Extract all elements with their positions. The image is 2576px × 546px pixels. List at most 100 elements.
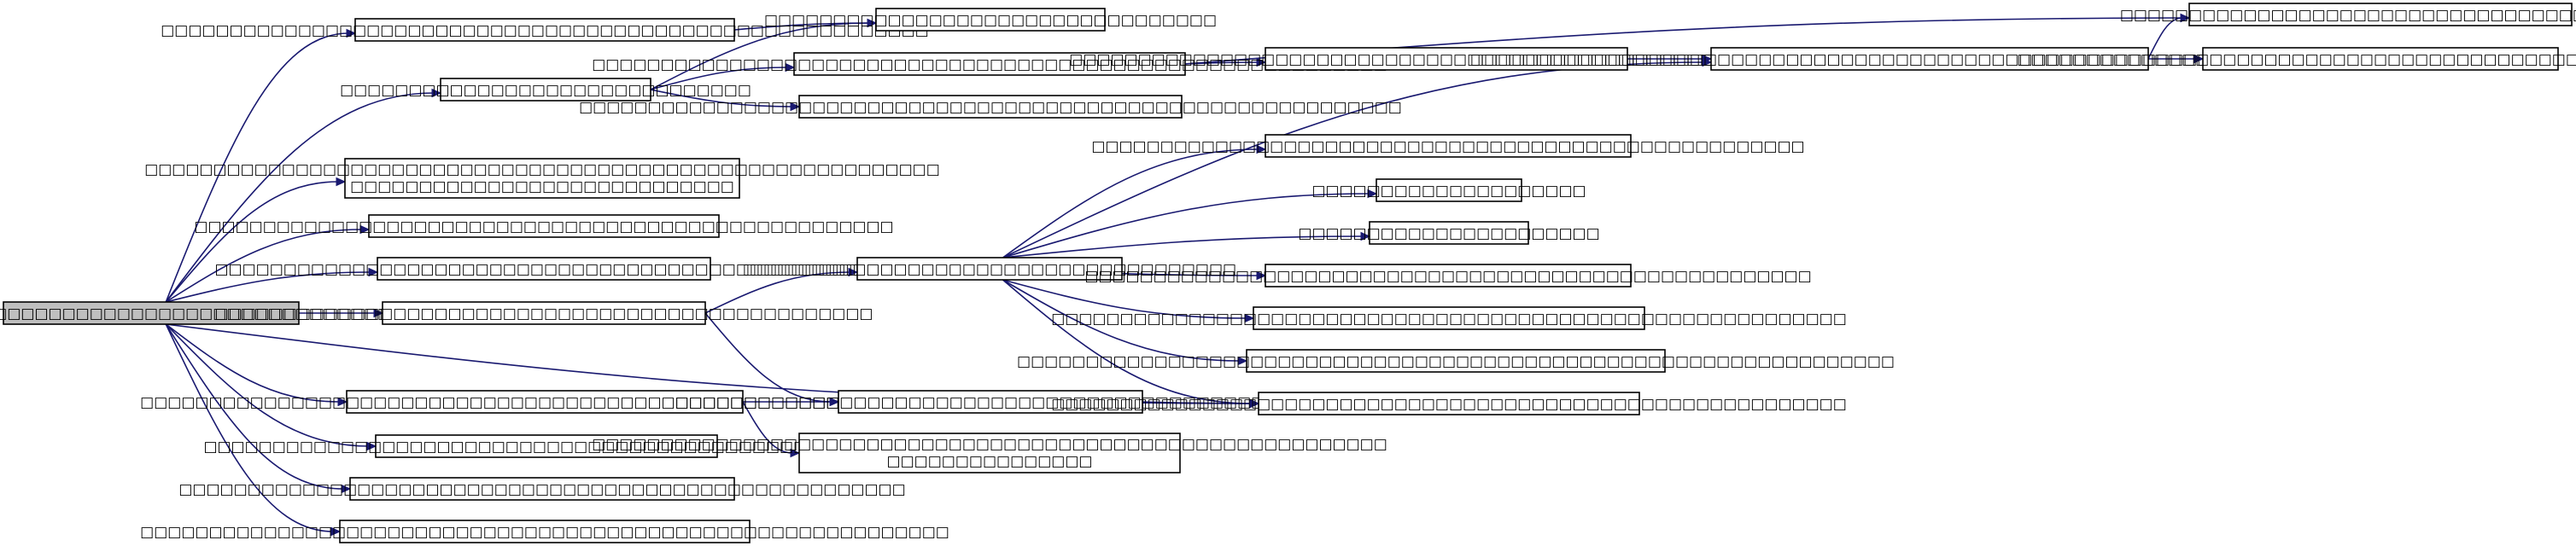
graph-node[interactable]: □□□□□□□□□□□□□□□□□□□□ [1311, 178, 1586, 202]
arrowhead-icon [867, 18, 878, 28]
edge-line [650, 67, 788, 90]
edge-line [1002, 279, 1247, 319]
arrowhead-icon [330, 526, 342, 537]
arrowhead-icon [1367, 189, 1378, 199]
node-label: □□□□□□□□□□□□□□□□□□□□□□□□□□□□□□□□□□□□□□□□… [675, 394, 1306, 411]
node-label: □□□□□□□□□□□□□□□□□□□□□□□□□□□□□□□□□□□□□□□□… [140, 394, 949, 411]
arrowhead-icon [1256, 144, 1267, 154]
edge-line [166, 271, 371, 303]
node-layer: □□□□□□□□□□□□□□□□□□□□□□□□□□□□□□□□□□□□□□□□… [0, 3, 2576, 543]
graph-node[interactable]: □□□□□□□□□□□□□□□□□□□□□□ [1298, 221, 1600, 245]
arrowhead-icon [1256, 270, 1267, 281]
node-label: □□□□□□□□□□□□□□□□□□□□□□□□□□□□ [350, 178, 734, 195]
graph-node[interactable]: □□□□□□□□□□□□□□□□□□□□□□□□□□□□□□□□□□□□□□□□… [675, 390, 1306, 414]
arrowhead-icon [337, 397, 348, 407]
root-node[interactable]: □□□□□□□□□□□□□□□□□□□□□□□□□□□□□□□□□□□□□□□□… [0, 301, 432, 325]
graph-node[interactable]: □□□□□□□□□□□□□□□□□□□□□□□□□□□□□□□□□□□□□□□□… [1051, 392, 1847, 415]
edge-line [165, 32, 349, 303]
graph-node[interactable]: □□□□□□□□□□□□□□□□□□□□□□□□□□□□□□□□□□□□□□□□… [178, 477, 906, 501]
arrowhead-icon [1237, 356, 1248, 366]
node-label: □□□□□□□□□□□□□□□□□□□□□□□□□□□□□□□□□□□□□□□□… [1091, 138, 1804, 155]
graph-node[interactable]: □□□□□□□□□□□□□□□□□□□□□□□□□□□□□□□□□□□□□□□□… [1091, 134, 1805, 158]
arrowhead-icon [366, 441, 377, 451]
edge-n0-n2 [165, 88, 442, 303]
edge-n16-n27 [1142, 398, 1260, 409]
edge-n12-n16 [743, 397, 840, 407]
graph-node[interactable]: □□□□□□□□□□□□□□□□□□□□□□□□□□□□□□□□□□□□□□□□… [1069, 47, 1824, 71]
edge-n2-n13 [650, 89, 801, 112]
graph-node[interactable]: □□□□□□□□□□□□□□□□□□□□□□□□□□□□□□□□□□□□□□□□… [194, 214, 894, 238]
arrowhead-icon [1256, 57, 1267, 67]
node-label: □□□□□□□□□□□□□□□□□□□□□□□□□□□□□□□□□□□□□□□□… [2017, 51, 2576, 68]
edge-line [704, 271, 851, 314]
arrowhead-icon [785, 62, 796, 73]
arrowhead-icon [829, 397, 840, 407]
arrowhead-icon [848, 267, 859, 277]
graph-node[interactable]: □□□□□□□□□□□□□□□□□□□□□□□□□□□□□□□□□□□□□□□□… [1051, 306, 1847, 330]
graph-node[interactable]: □□□□□□□□□□□□□□□□□□□□□□□□□□□□□□□□□ [764, 8, 1217, 32]
edge-n12-n17 [742, 401, 801, 458]
edge-line [165, 181, 339, 303]
node-label: □□□□□□□□□□□□□□□□□□□□□□□□□□□□□□□□□□□□□□□□… [1051, 311, 1847, 328]
node-label: □□□□□□□□□□□□□□□□□□□□□□□□□□□□□□□□□□□□□□□□… [1051, 396, 1847, 413]
node-label: □□□□□□□□□□□□□□□□□□□□□□□□□□□□□□□□□□□□□□□□… [215, 261, 873, 278]
arrowhead-icon [359, 224, 371, 235]
graph-node[interactable]: □□□□□□□□□□□□□□□□□□□□□□□□□□□□□□□□□□□□□□□□… [592, 433, 1387, 473]
graph-node[interactable]: □□□□□□□□□□□□□□□□□□□□□□□□□□□□□□□□□□□□□□□□… [1084, 264, 1812, 288]
node-label: □□□□□□□□□□□□□□□□□□□□□□□□□□□□□□□□□□□□□□□□… [592, 436, 1387, 453]
node-label: □□□□□□□□□□□□□□□□□□□□□□□□□□□□□□□□□□□□□□□□… [1084, 268, 1811, 285]
graph-node[interactable]: □□□□□□□□□□□□□□□□□□□□□□□□□□□□□□□□□□□□□□□□… [161, 18, 929, 42]
graph-node[interactable]: □□□□□□□□□□□□□□□□□□□□□□□□□□□□□□□□□□□□□□ [2120, 3, 2576, 26]
edge-n15-n21 [1002, 144, 1267, 258]
edge-line [704, 312, 832, 403]
graph-node[interactable]: □□□□□□□□□□□□□□□□□□□□□□□□□□□□□□ [340, 78, 751, 102]
arrowhead-icon [431, 88, 442, 98]
graph-node[interactable]: □□□□□□□□□□□□□□□□□□□□□□□□□□□□□□□□□□□□□□□□… [140, 390, 949, 414]
node-label: □□□□□□□□□□□□□□□□□□□□□□□□□□□□□□□□□□□□□□□□… [194, 218, 893, 235]
edge-line [1002, 279, 1241, 362]
graph-node[interactable]: □□□□□□□□□□□□□□□□□□□□□□□□□□□□□□□□□□□□□□□□… [2017, 47, 2576, 71]
edge-n6-n15 [704, 267, 859, 314]
edge-line [165, 229, 363, 303]
edge-n0-n12 [165, 323, 348, 407]
graph-node[interactable]: □□□□□□□□□□□□□□□□□□□□□□□□□□□□□□□□□□□□□□□□… [592, 52, 1387, 76]
arrowhead-icon [336, 177, 347, 187]
graph-node[interactable]: □□□□□□□□□□□□□□□□□□□□□□□□□□□□□□□□□□□□□□□□… [144, 158, 940, 199]
graph-node[interactable]: □□□□□□□□□□□□□□□□□□□□□□□□□□□□□□□□□□□□□□□□… [1017, 349, 1895, 373]
node-label: □□□□□□□□□□□□□□□□□□□□□□□□□□□□□□□□□□□□□□□□… [178, 481, 905, 498]
arrowhead-icon [346, 28, 357, 38]
graph-node[interactable]: □□□□□□□□□□□□□□□□□□□□□□□□□□□□□□□□□□□□ [743, 257, 1236, 281]
graph-node[interactable]: □□□□□□□□□□□□□□□□□□□□□□□□□□□□□□□□□□□□□□□□… [215, 257, 873, 281]
arrowhead-icon [790, 102, 801, 112]
edge-n2-n11 [650, 18, 878, 90]
graph-node[interactable]: □□□□□□□□□□□□□□□□□□□□□□□□□□□□□□□□□□□□□□□□… [140, 520, 949, 543]
edge-line [1002, 235, 1364, 258]
edge-line [165, 92, 435, 303]
arrowhead-icon [790, 448, 801, 458]
edge-line [1142, 401, 1253, 404]
edge-line [1002, 279, 1253, 404]
graph-node[interactable]: □□□□□□□□□□□□□□□□□□□□□□□□□□□□□□□□□□□□□□□□… [1470, 47, 2389, 71]
edge-line [650, 89, 793, 107]
graph-node[interactable]: □□□□□□□□□□□□□□□□□□□□□□□□□□□□□□□□□□□□□□□□… [579, 95, 1402, 119]
edge-n0-n10 [165, 323, 342, 537]
edge-line [2147, 17, 2183, 60]
edge-line [165, 323, 370, 447]
graph-node[interactable]: □□□□□□□□□□□□□□□□□□□□□□□□□□□□□□□□□□□□□□□□… [215, 301, 873, 325]
arrowhead-icon [2180, 13, 2191, 23]
edge-line [1002, 148, 1259, 258]
node-label: □□□□□□□□□□□□□□□□□□□□□□□□□□□□□□□□□□□□□□□□… [140, 524, 949, 541]
edge-n0-n4 [165, 224, 371, 303]
edge-n15-n26 [1002, 279, 1248, 366]
edge-n15-n23 [1002, 231, 1371, 258]
node-label: □□□□□□□□□□□□□□□□□□□□□□□□□□□□□□□□□□□□□□□□… [1069, 51, 1823, 68]
arrowhead-icon [341, 484, 352, 494]
graph-node[interactable]: □□□□□□□□□□□□□□□□□□□□□□□□□□□□□□□□□□□□□□□□… [203, 434, 890, 458]
node-label: □□□□□□□□□□□□□□□□□□□□□□□□□□□□□□□□□□□□□□□□… [1470, 51, 2389, 68]
arrowhead-icon [2193, 54, 2205, 64]
edge-n0-n8 [165, 323, 377, 451]
node-label: □□□□□□□□□□□□□□□□□□□□□□□□□□□□□□□□□ [764, 12, 1217, 29]
arrowhead-icon [1360, 231, 1371, 241]
edge-line [650, 22, 870, 90]
node-label: □□□□□□□□□□□□□□□□□□□□□□□□□□□□□□□□□□□□□□□□… [144, 161, 940, 178]
